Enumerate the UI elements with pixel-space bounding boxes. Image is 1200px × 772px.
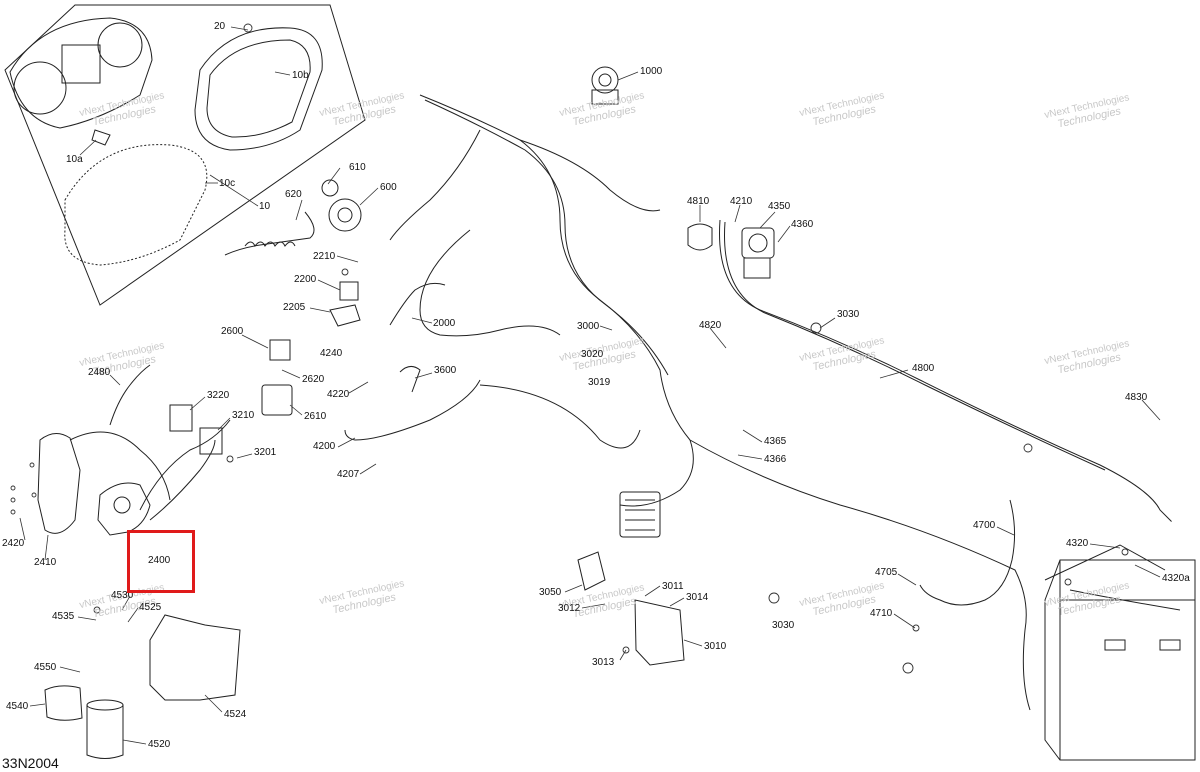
- part-label: 4800: [912, 363, 935, 374]
- part-label: 2200: [294, 274, 317, 285]
- part-label: 2620: [302, 374, 325, 385]
- switch-2410: [37, 433, 81, 534]
- part-label: 4525: [139, 602, 162, 613]
- capacitor-4520: [86, 699, 124, 759]
- hose-2480: [109, 364, 151, 426]
- bracket-4524: [149, 614, 241, 701]
- part-label: 4365: [764, 436, 787, 447]
- part-label: 3050: [539, 587, 562, 598]
- part-label: 4710: [870, 608, 893, 619]
- lens-10c: [64, 144, 208, 266]
- part-label: 3600: [434, 365, 457, 376]
- connector-3220: [169, 404, 193, 432]
- part-label: 4524: [224, 709, 247, 720]
- part-label: 4200: [313, 441, 336, 452]
- grommet-610: [321, 179, 339, 197]
- part-label: 4207: [337, 469, 360, 480]
- part-label: 600: [380, 182, 397, 193]
- part-label: 3020: [581, 349, 604, 360]
- part-label: 4810: [687, 196, 710, 207]
- highlight-box: [127, 530, 195, 593]
- part-label: 4320a: [1162, 573, 1190, 584]
- part-label: 2480: [88, 367, 111, 378]
- horn-600: [328, 198, 362, 232]
- part-label: 3201: [254, 447, 277, 458]
- part-label: 1000: [640, 66, 663, 77]
- ecm-box: [619, 491, 661, 538]
- sensor-2200: [339, 281, 359, 301]
- part-label: 4700: [973, 520, 996, 531]
- part-label: 4240: [320, 348, 343, 359]
- part-label: 3011: [662, 581, 684, 592]
- part-label: 3030: [837, 309, 860, 320]
- sleeve-4540: [44, 685, 83, 721]
- part-label: 3210: [232, 410, 255, 421]
- switch-2400: [97, 482, 151, 536]
- part-label: 4540: [6, 701, 29, 712]
- highlighted-part-label: 2400: [148, 555, 171, 566]
- part-label: 2205: [283, 302, 306, 313]
- part-label: 4210: [730, 196, 753, 207]
- part-label: 4366: [764, 454, 787, 465]
- part-label: 2600: [221, 326, 244, 337]
- part-label: 3014: [686, 592, 709, 603]
- part-label: 2410: [34, 557, 57, 568]
- part-label: 20: [214, 21, 226, 32]
- connector-3210: [199, 427, 223, 455]
- ignition-1000: [591, 66, 619, 105]
- part-label: 3030: [772, 620, 795, 631]
- terminal-3600: [399, 366, 421, 393]
- cap-4810: [687, 223, 713, 251]
- part-label: 10b: [292, 70, 309, 81]
- part-label: 4350: [768, 201, 791, 212]
- part-label: 4320: [1066, 538, 1089, 549]
- main-harness: [344, 94, 1031, 711]
- part-label: 4535: [52, 611, 75, 622]
- part-label: 4520: [148, 739, 171, 750]
- gauge-cluster: [9, 17, 153, 146]
- bezel-10b: [194, 27, 323, 151]
- part-label: 3010: [704, 641, 727, 652]
- part-label: 4360: [791, 219, 814, 230]
- relay-4350: [741, 227, 775, 279]
- part-label: 10: [259, 201, 271, 212]
- part-label: 4820: [699, 320, 722, 331]
- module-2600: [269, 339, 291, 361]
- part-label: 4830: [1125, 392, 1148, 403]
- part-label: 620: [285, 189, 302, 200]
- fuse-3050: [577, 551, 606, 591]
- part-label: 3220: [207, 390, 230, 401]
- part-label: 610: [349, 162, 366, 173]
- part-label: 2000: [433, 318, 456, 329]
- battery-4320: [1044, 559, 1196, 761]
- part-label: 4530: [111, 590, 134, 601]
- part-label: 2610: [304, 411, 327, 422]
- coil-620: [224, 211, 315, 256]
- module-2610: [261, 384, 293, 416]
- part-label: 2420: [2, 538, 25, 549]
- part-label: 4705: [875, 567, 898, 578]
- part-label: 3000: [577, 321, 600, 332]
- part-label: 10c: [219, 178, 236, 189]
- bracket-3014: [634, 599, 685, 666]
- cluster-inset-frame: [4, 4, 366, 306]
- part-label: 4220: [327, 389, 350, 400]
- cable-4800: [719, 219, 1172, 522]
- part-label: 2210: [313, 251, 336, 262]
- part-label: 3012: [558, 603, 581, 614]
- battery-strap: [1044, 544, 1181, 611]
- part-label: 3019: [588, 377, 611, 388]
- gasket-2205: [329, 304, 361, 327]
- diagram-code: 33N2004: [2, 755, 59, 771]
- part-label: 4550: [34, 662, 57, 673]
- cable-4700: [919, 499, 1016, 606]
- part-label: 3013: [592, 657, 615, 668]
- part-label: 10a: [66, 154, 83, 165]
